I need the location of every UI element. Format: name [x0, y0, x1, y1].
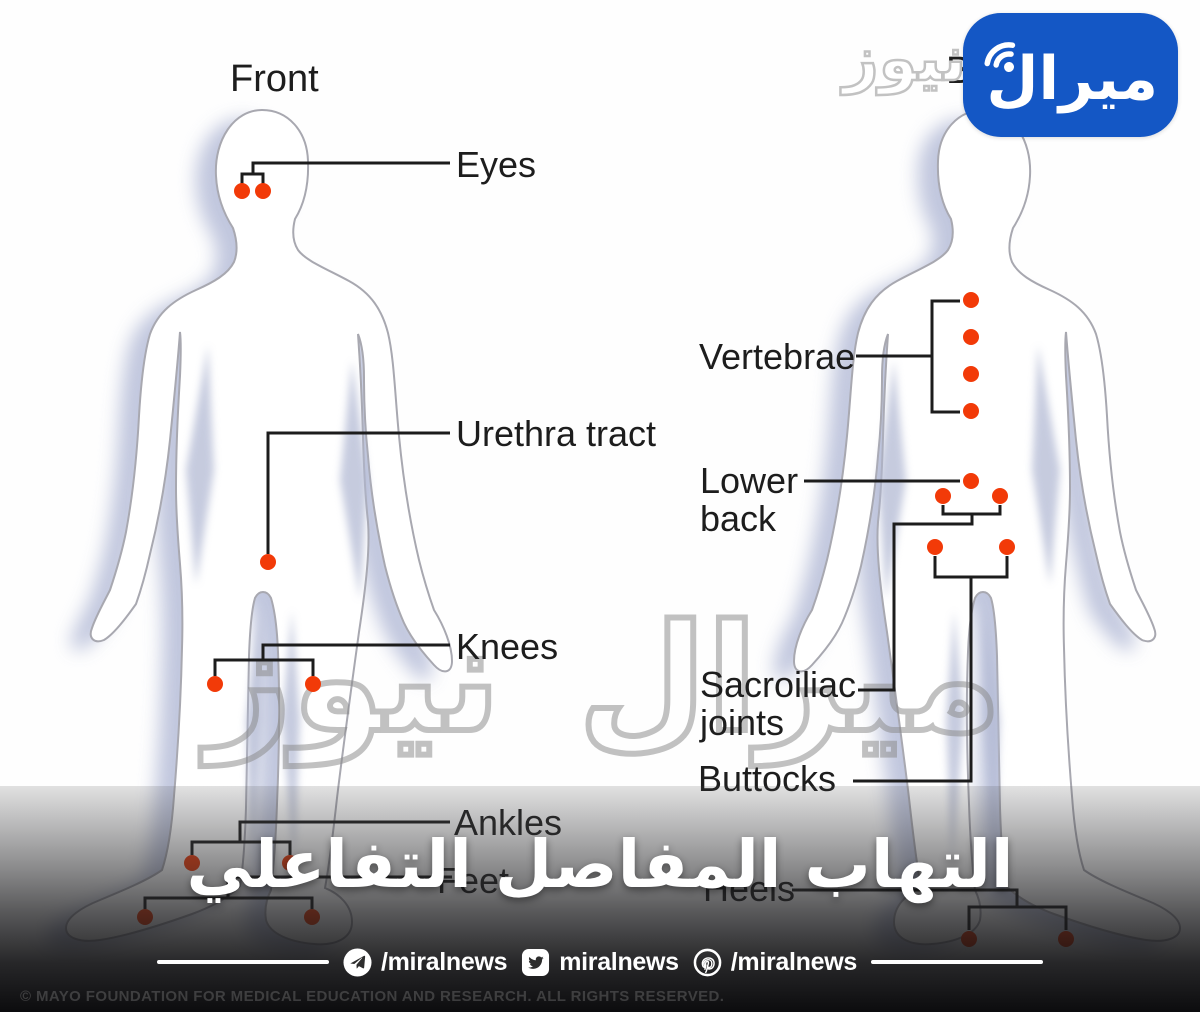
joint-dot — [234, 183, 250, 199]
label-front-heading: Front — [230, 58, 319, 100]
joint-dot — [935, 488, 951, 504]
joint-dot — [963, 366, 979, 382]
joint-dot — [260, 554, 276, 570]
wifi-signal-icon — [984, 42, 1016, 72]
joint-dot — [963, 473, 979, 489]
news-outline-text: نيوز — [842, 21, 967, 97]
social-item-pinterest[interactable]: /miralnews — [693, 948, 857, 977]
social-item-telegram[interactable]: /miralnews — [343, 947, 508, 977]
leader-line — [853, 556, 1009, 783]
page-title: التهاب المفاصل التفاعلي — [186, 826, 1014, 903]
telegram-icon[interactable] — [343, 947, 372, 977]
bottom-gradient-overlay — [0, 786, 1200, 1012]
joint-dot — [963, 292, 979, 308]
label-lower-back: Lower back — [700, 460, 799, 539]
joint-dot — [207, 676, 223, 692]
label-sacroiliac-joints: Sacroiliac joints — [700, 664, 857, 743]
leader-line — [240, 161, 450, 184]
logo-text: ميرال — [986, 44, 1158, 115]
leader-line — [856, 299, 960, 414]
twitter-icon[interactable] — [521, 948, 550, 977]
label-vertebrae: Vertebrae — [699, 336, 856, 377]
leader-line — [858, 505, 1002, 692]
label-knees: Knees — [456, 626, 559, 667]
social-item-twitter[interactable]: miralnews — [521, 948, 679, 977]
social-bar: /miralnews miralnews /miralnews — [0, 944, 1200, 980]
divider-line-left — [156, 960, 329, 964]
telegram-handle[interactable]: /miralnews — [380, 947, 508, 976]
label-urethra-tract: Urethra tract — [456, 413, 657, 454]
joint-dot — [999, 539, 1015, 555]
joint-dot — [255, 183, 271, 199]
pinterest-icon[interactable] — [693, 948, 722, 977]
leader-line — [213, 643, 450, 676]
miral-logo[interactable]: ميرال — [963, 13, 1178, 137]
label-eyes: Eyes — [456, 144, 537, 185]
joint-dot — [927, 539, 943, 555]
joint-dot — [963, 329, 979, 345]
joint-dot — [305, 676, 321, 692]
twitter-handle[interactable]: miralnews — [559, 947, 679, 976]
copyright-text: © MAYO FOUNDATION FOR MEDICAL EDUCATION … — [20, 988, 725, 1005]
divider-line-right — [871, 960, 1044, 964]
pinterest-handle[interactable]: /miralnews — [730, 947, 858, 976]
joint-dot — [963, 403, 979, 419]
leader-line — [266, 431, 450, 554]
joint-dot — [992, 488, 1008, 504]
